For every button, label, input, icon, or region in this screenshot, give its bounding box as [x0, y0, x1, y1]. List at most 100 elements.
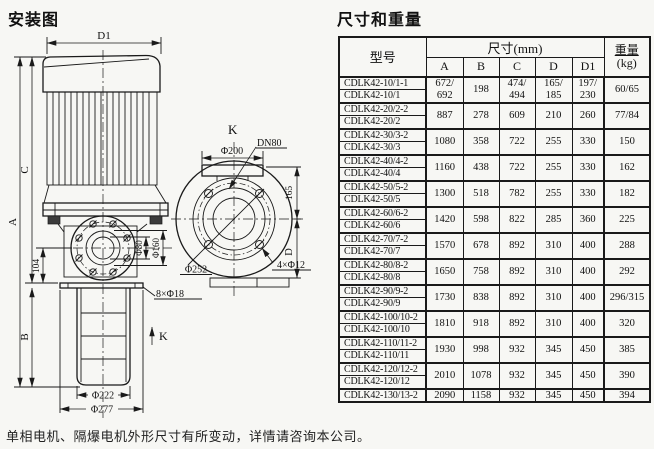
dimension-cell: 450 [571, 335, 605, 363]
weight-cell: 292 [603, 257, 651, 285]
model-cell: CDLK42-70/7-2 [338, 231, 427, 246]
dimension-cell: 1300 [425, 179, 464, 207]
k-arrow-label: K [159, 329, 168, 343]
header-col-a: A [425, 57, 464, 78]
model-cell: CDLK42-100/10 [338, 323, 427, 337]
model-cell: CDLK42-100/10-2 [338, 309, 427, 324]
dimension-cell: 678 [462, 231, 500, 259]
dimension-cell: 400 [571, 257, 605, 285]
dimension-cell: 450 [571, 387, 605, 403]
model-cell: CDLK42-20/2-2 [338, 101, 427, 116]
dimension-cell: 1078 [462, 361, 500, 389]
dimension-cell: 255 [534, 127, 573, 155]
dimension-cell: 310 [534, 309, 573, 337]
model-cell: CDLK42-40/4 [338, 167, 427, 181]
dimension-cell: 197/ 230 [571, 75, 605, 103]
model-cell: CDLK42-10/1-1 [338, 75, 427, 90]
dimension-cell: 310 [534, 257, 573, 285]
dimensions-weight-title: 尺寸和重量 [337, 12, 423, 29]
dimension-cell: 2010 [425, 361, 464, 389]
model-cell: CDLK42-70/7 [338, 245, 427, 259]
dimension-cell: 932 [498, 335, 536, 363]
dimension-cell: 822 [498, 205, 536, 233]
dimension-cell: 672/ 692 [425, 75, 464, 103]
model-cell: CDLK42-110/11-2 [338, 335, 427, 350]
k-view-label: K [228, 122, 238, 137]
dimensions-table: 型号 尺寸(mm) 重量(kg) A B C D D1 CDLK42-10/1-… [338, 36, 651, 403]
weight-cell: 150 [603, 127, 651, 155]
model-cell: CDLK42-30/3-2 [338, 127, 427, 142]
model-cell: CDLK42-60/6 [338, 219, 427, 233]
dimension-cell: 1158 [462, 387, 500, 403]
dim-4xphi12-label: 4×Φ12 [277, 260, 305, 271]
dim-165-label: 165 [285, 186, 295, 201]
model-cell: CDLK42-130/13-2 [338, 387, 427, 403]
head-bolt-holes [75, 220, 131, 276]
dimension-cell: 255 [534, 153, 573, 181]
dimension-cell: 165/ 185 [534, 75, 573, 103]
model-cell: CDLK42-10/1 [338, 89, 427, 103]
dimension-cell: 838 [462, 283, 500, 311]
dim-d1-label: D1 [97, 30, 110, 42]
dimension-cell: 892 [498, 257, 536, 285]
model-cell: CDLK42-40/4-2 [338, 153, 427, 168]
dim-8xphi18-label: 8×Φ18 [156, 289, 184, 300]
dimension-cell: 1930 [425, 335, 464, 363]
dim-phi277-label: Φ277 [91, 405, 113, 416]
dim-phi200-label: Φ200 [221, 146, 243, 157]
model-cell: CDLK42-90/9 [338, 297, 427, 311]
dimension-cell: 255 [534, 179, 573, 207]
dimension-cell: 932 [498, 361, 536, 389]
weight-cell: 320 [603, 309, 651, 337]
weight-cell: 77/84 [603, 101, 651, 129]
dimension-cell: 400 [571, 231, 605, 259]
dimension-cell: 998 [462, 335, 500, 363]
dimension-cell: 330 [571, 179, 605, 207]
dimension-cell: 360 [571, 205, 605, 233]
dimension-cell: 1650 [425, 257, 464, 285]
dim-phi222-label: Φ222 [92, 391, 114, 402]
model-cell: CDLK42-60/6-2 [338, 205, 427, 220]
weight-cell: 385 [603, 335, 651, 363]
dimension-cell: 918 [462, 309, 500, 337]
dimension-cell: 518 [462, 179, 500, 207]
dimension-cell: 330 [571, 153, 605, 181]
model-cell: CDLK42-30/3 [338, 141, 427, 155]
dimension-cell: 260 [571, 101, 605, 129]
dimension-cell: 892 [498, 231, 536, 259]
dimension-cell: 1080 [425, 127, 464, 155]
dimension-cell: 400 [571, 309, 605, 337]
dim-c-label: C [19, 166, 31, 173]
dimension-cell: 892 [498, 283, 536, 311]
dimension-cell: 285 [534, 205, 573, 233]
weight-cell: 390 [603, 361, 651, 389]
dimension-cell: 1730 [425, 283, 464, 311]
model-cell: CDLK42-80/8 [338, 271, 427, 285]
dimension-cell: 450 [571, 361, 605, 389]
dimension-cell: 887 [425, 101, 464, 129]
dimension-cell: 2090 [425, 387, 464, 403]
weight-cell: 162 [603, 153, 651, 181]
model-cell: CDLK42-120/12-2 [338, 361, 427, 376]
dim-104-label: 104 [32, 259, 42, 274]
header-model: 型号 [338, 36, 427, 78]
dimension-cell: 1420 [425, 205, 464, 233]
model-cell: CDLK42-80/8-2 [338, 257, 427, 272]
dim-a-label: A [7, 218, 19, 226]
weight-cell: 394 [603, 387, 651, 403]
dim-b-label: B [19, 333, 31, 340]
dimension-cell: 1570 [425, 231, 464, 259]
dimension-cell: 345 [534, 387, 573, 403]
dimension-cell: 474/ 494 [498, 75, 536, 103]
header-dims: 尺寸(mm) [425, 36, 605, 58]
dim-d-label: D [284, 248, 295, 256]
dimension-cell: 932 [498, 387, 536, 403]
header-col-c: C [498, 57, 536, 78]
model-cell: CDLK42-90/9-2 [338, 283, 427, 298]
